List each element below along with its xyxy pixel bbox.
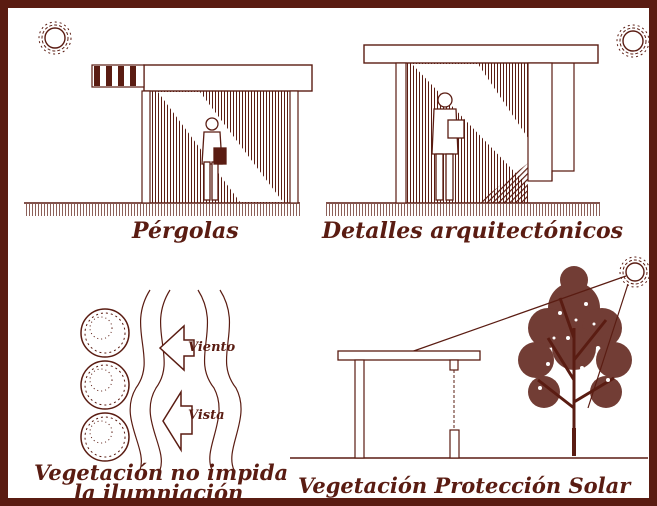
caption-pergolas: Pérgolas (132, 218, 239, 244)
sun-icon (619, 256, 649, 288)
shrub-icon (80, 360, 130, 410)
person-icon (431, 92, 465, 201)
label-vista: Vista (188, 408, 225, 423)
arrow-icon (158, 324, 195, 453)
pergola-slats (91, 64, 145, 88)
sun-icon (616, 24, 649, 58)
tree-icon (518, 266, 632, 456)
proteccion-solar-illustration (290, 256, 649, 459)
vegetacion-iluminacion-illustration (80, 289, 242, 471)
person-icon (201, 117, 227, 201)
shrub-icon (80, 412, 130, 462)
sun-icon (38, 21, 72, 55)
pergolas-illustration (24, 21, 313, 216)
caption-detalles-arquitectonicos: Detalles arquitectónicos (322, 218, 624, 244)
caption-vegetacion-no-impida: Vegetación no impida (34, 460, 289, 485)
wind-lines (129, 289, 242, 471)
caption-vegetacion-proteccion-solar: Vegetación Protección Solar (298, 473, 631, 498)
caption-la-iluminacion: la ilumniación (74, 480, 244, 505)
illustration-canvas (24, 21, 649, 471)
detalles-illustration (326, 24, 649, 216)
label-viento: Viento (188, 340, 236, 355)
shrub-icon (80, 308, 130, 358)
